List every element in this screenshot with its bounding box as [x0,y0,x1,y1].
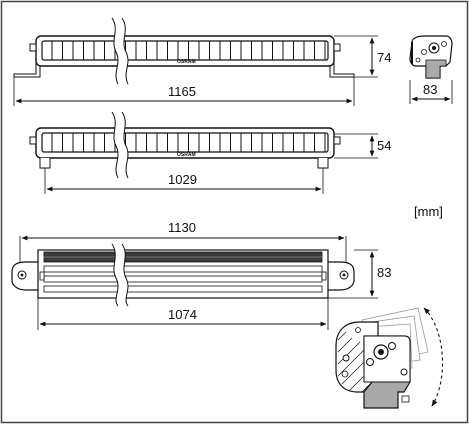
top-depth-label: 83 [377,265,391,280]
bar-front-view-1: OSRAM 74 1165 [13,17,391,106]
bar-top-view: 1130 83 1074 [11,220,391,330]
side-bracket-view: 83 [409,35,453,104]
rotation-arrow [423,307,444,407]
right-side-screw [333,43,341,52]
length-break-mark [112,18,128,84]
width-label-2: 1029 [168,172,197,187]
height-label-2: 54 [377,138,391,153]
detail-bolt-4 [400,368,408,376]
bracket-depth-label: 83 [423,82,437,97]
right-foot-2 [317,158,329,169]
mount-label: 1074 [168,307,197,322]
bar-lens-2 [41,132,329,153]
bracket-bolt-small-2 [441,41,447,47]
detail-bolt-2 [388,342,396,350]
left-foot-2 [39,158,51,169]
brand-logo-1: OSRAM [177,59,196,65]
bar-lens [41,40,329,61]
left-side-screw [29,43,37,52]
detail-bolt-3 [366,358,374,366]
bracket-bolt-small-3 [415,57,421,63]
brand-logo-2: OSRAM [177,152,196,158]
unit-label: [mm] [414,204,443,219]
detail-bolt-5 [342,354,350,362]
width-label-1: 1165 [168,84,196,99]
height-label-1: 74 [377,50,391,65]
bracket-body [409,35,453,79]
length-label: 1130 [168,220,196,235]
bracket-rotation-detail [335,307,444,409]
bar-front-view-2: OSRAM 54 1029 [29,111,391,194]
bracket-bolt-small-1 [421,49,427,55]
bracket-fill [425,59,447,79]
